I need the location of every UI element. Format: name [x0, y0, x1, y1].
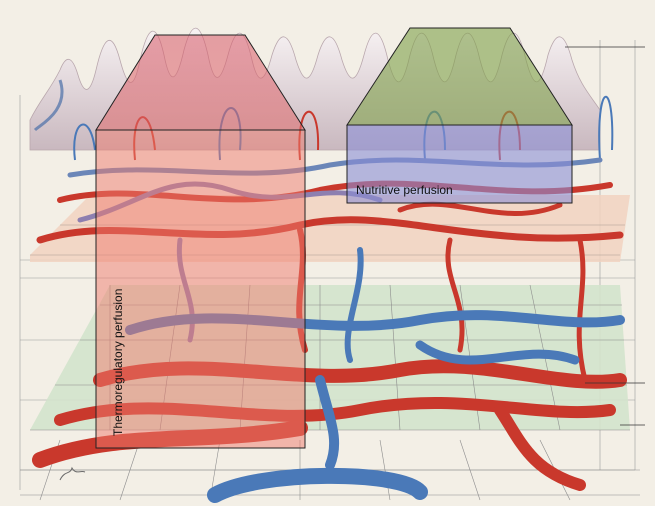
thermoregulatory-perfusion-label: Thermoregulatory perfusion — [111, 289, 125, 436]
nutritive-perfusion-label: Nutritive perfusion — [356, 183, 453, 197]
thermoregulatory-overlay — [96, 35, 305, 448]
